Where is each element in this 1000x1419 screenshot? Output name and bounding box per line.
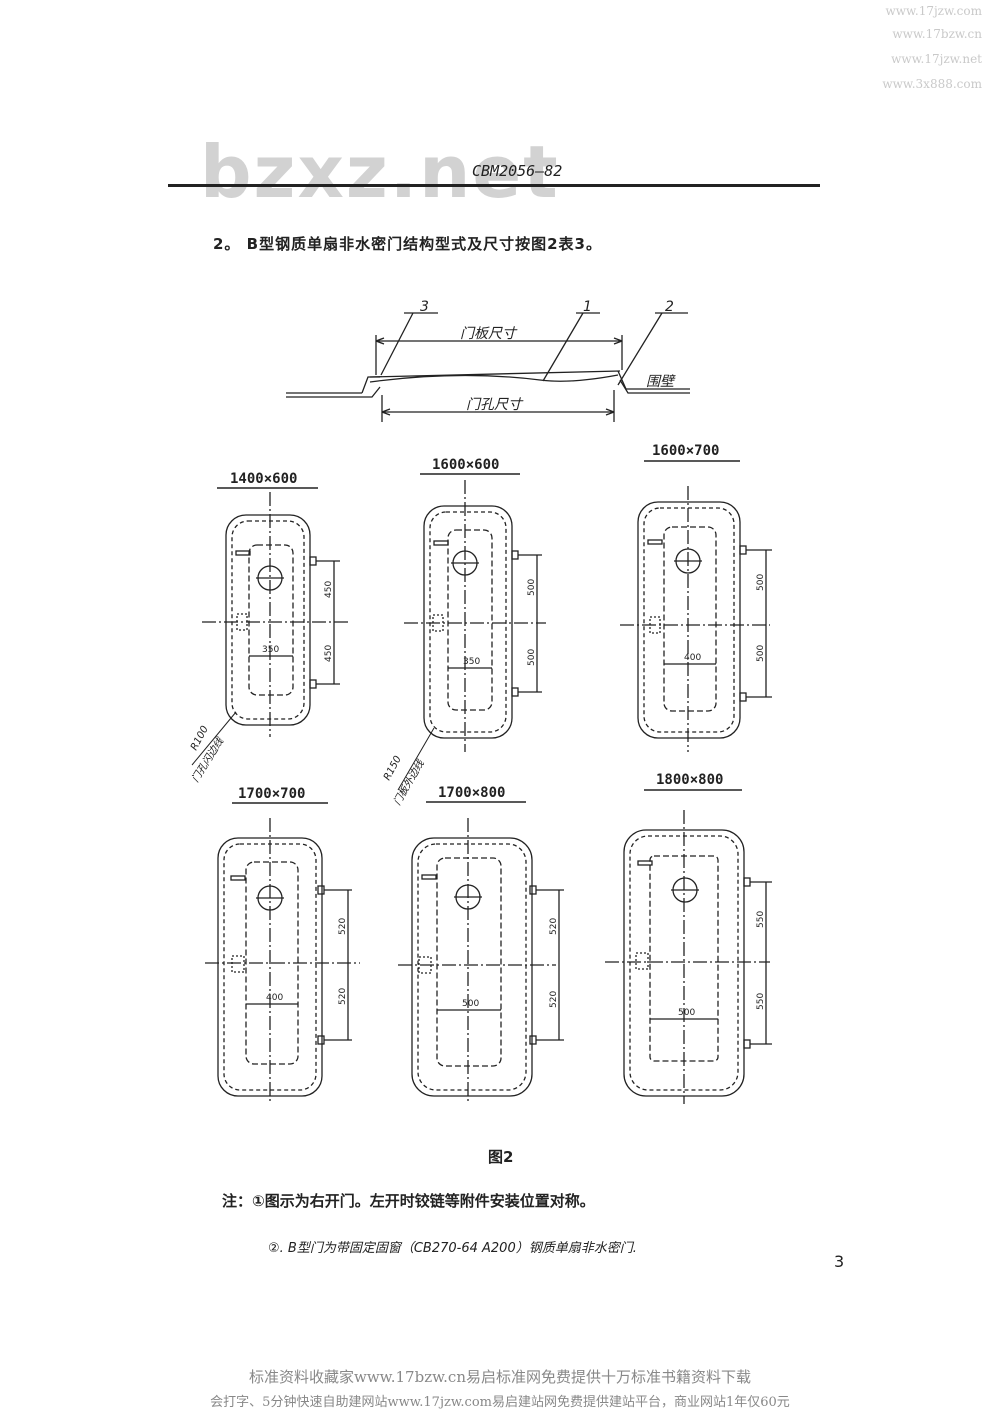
door-elevation-1700x700: 1700×700 520 520 400 — [205, 786, 360, 1104]
r150-label: R150 — [382, 754, 404, 782]
dim-width: 500 — [462, 999, 479, 1009]
dim-bottom: 450 — [324, 645, 334, 662]
dim-bottom: 550 — [756, 993, 766, 1010]
door-hole-size-label: 门孔尺寸 — [466, 397, 524, 413]
door-elevation-1600x700: 1600×700 500 500 400 — [620, 443, 772, 752]
door-title: 1600×700 — [652, 443, 719, 459]
dim-width: 400 — [266, 993, 283, 1003]
dim-width: 400 — [684, 653, 701, 663]
note-2: ②. B型门为带固定固窗（CB270-64 A200）钢质单扇非水密门. — [268, 1241, 637, 1256]
door-title: 1600×600 — [432, 457, 499, 473]
footer-line-2: 会打字、5分钟快速自助建网站www.17jzw.com易启建站网免费提供建站平台… — [210, 1395, 790, 1410]
dim-width: 500 — [678, 1008, 695, 1018]
dim-top: 500 — [756, 574, 766, 591]
dim-top: 500 — [527, 579, 537, 596]
door-title: 1400×600 — [230, 471, 297, 487]
door-elevation-1800x800: 1800×800 550 550 500 — [605, 772, 772, 1104]
r100-label: R100 — [189, 724, 211, 752]
watermark-url-1: www.17jzw.com — [885, 4, 982, 18]
page-number: 3 — [834, 1252, 845, 1271]
callout-3: 3 — [420, 299, 429, 315]
dim-width: 350 — [262, 645, 279, 655]
radius-annotations: R100 门孔闪边线 R150 门板外边线 — [189, 711, 435, 808]
dim-bottom: 520 — [338, 988, 348, 1005]
door-drawing: 3 1 2 门板尺寸 门孔尺寸 围壁 1400×600 450 450 350 — [189, 299, 772, 1104]
dim-top: 550 — [756, 911, 766, 928]
dim-bottom: 520 — [549, 991, 559, 1008]
dim-top: 520 — [549, 918, 559, 935]
door-elevation-1700x800: 1700×800 520 520 500 — [398, 785, 564, 1104]
dim-top: 520 — [338, 918, 348, 935]
door-elevation-1400x600: 1400×600 450 450 350 — [202, 471, 348, 737]
callout-1: 1 — [583, 299, 592, 315]
door-plate-size-label: 门板尺寸 — [460, 326, 518, 342]
footer-line-1: 标准资料收藏家www.17bzw.cn易启标准网免费提供十万标准书籍资料下载 — [249, 1368, 751, 1386]
figure-caption: 图2 — [488, 1148, 514, 1166]
header-rule — [168, 184, 820, 187]
door-elevation-1600x600: 1600×600 500 500 350 — [404, 457, 546, 752]
section-heading: 2。 B型钢质单扇非水密门结构型式及尺寸按图2表3。 — [213, 235, 602, 253]
door-title: 1700×700 — [238, 786, 305, 802]
dim-width: 350 — [463, 657, 480, 667]
watermark-url-3: www.17jzw.net — [891, 52, 982, 66]
callout-2: 2 — [665, 299, 674, 315]
door-title: 1800×800 — [656, 772, 723, 788]
wall-label: 围壁 — [646, 374, 676, 390]
dim-bottom: 500 — [756, 645, 766, 662]
center-watermark: bzxz.net — [200, 130, 560, 214]
dim-bottom: 500 — [527, 649, 537, 666]
dim-top: 450 — [324, 581, 334, 598]
watermark-url-4: www.3x888.com — [882, 77, 982, 91]
door-title: 1700×800 — [438, 785, 505, 801]
standard-code: CBM2056—82 — [472, 162, 563, 180]
watermark-url-2: www.17bzw.cn — [892, 27, 982, 41]
door-section-view — [286, 312, 690, 422]
note-1: 注：①图示为右开门。左开时铰链等附件安装位置对称。 — [222, 1192, 595, 1210]
